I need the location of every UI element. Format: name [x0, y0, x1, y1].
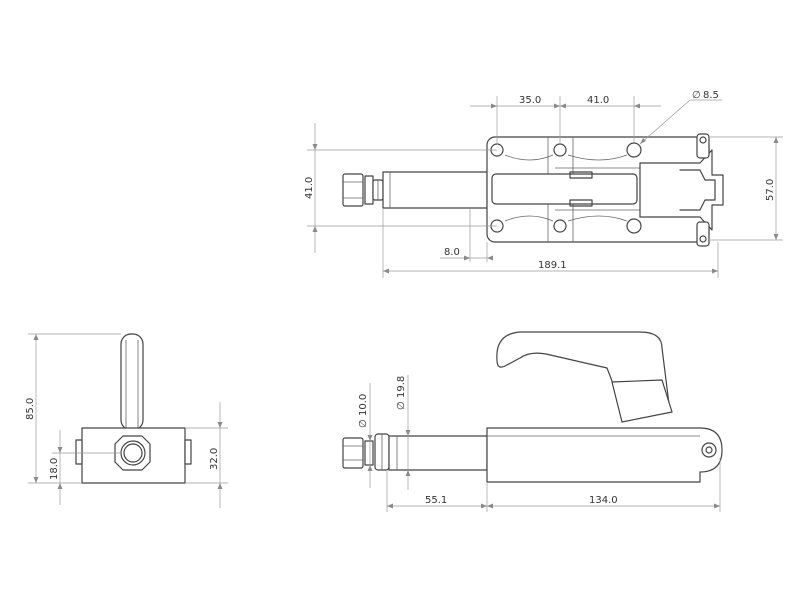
dim-height-right: 57.0 — [765, 179, 776, 201]
top-view-rod — [382, 171, 488, 209]
dim-plunger-dia: 10.0 — [358, 394, 369, 416]
dim-overall-length: 189.1 — [538, 260, 567, 271]
dim-stroke: 55.1 — [425, 495, 447, 506]
dim-plunger-dia-symbol: ∅ — [358, 419, 369, 428]
top-view-clevis — [639, 133, 724, 247]
dim-body-height: 32.0 — [209, 448, 220, 470]
dim-total-height: 85.0 — [25, 398, 36, 420]
dim-body-length: 134.0 — [589, 495, 618, 506]
side-view-dimensions: ∅ 10.0 ∅ 19.8 55.1 134.0 — [358, 375, 721, 512]
dim-hole-dia-symbol: ∅ — [692, 90, 701, 101]
dim-offset: 8.0 — [444, 247, 460, 258]
dim-center-height: 18.0 — [49, 458, 60, 480]
top-view-dimensions: 35.0 41.0 ∅ 8.5 41.0 57.0 8.0 — [304, 90, 783, 278]
end-view — [75, 333, 192, 484]
dim-tube-dia-symbol: ∅ — [396, 401, 407, 410]
dim-height-left: 41.0 — [304, 177, 315, 199]
end-view-dimensions: 85.0 18.0 32.0 — [25, 333, 228, 508]
dim-hole-dia: 8.5 — [703, 90, 719, 101]
side-view — [342, 331, 723, 483]
top-view-nut — [342, 173, 384, 207]
top-view — [342, 133, 724, 247]
side-view-body — [486, 427, 723, 483]
dim-width-a: 35.0 — [519, 95, 541, 106]
dim-tube-dia: 19.8 — [396, 376, 407, 398]
dim-width-b: 41.0 — [587, 95, 609, 106]
